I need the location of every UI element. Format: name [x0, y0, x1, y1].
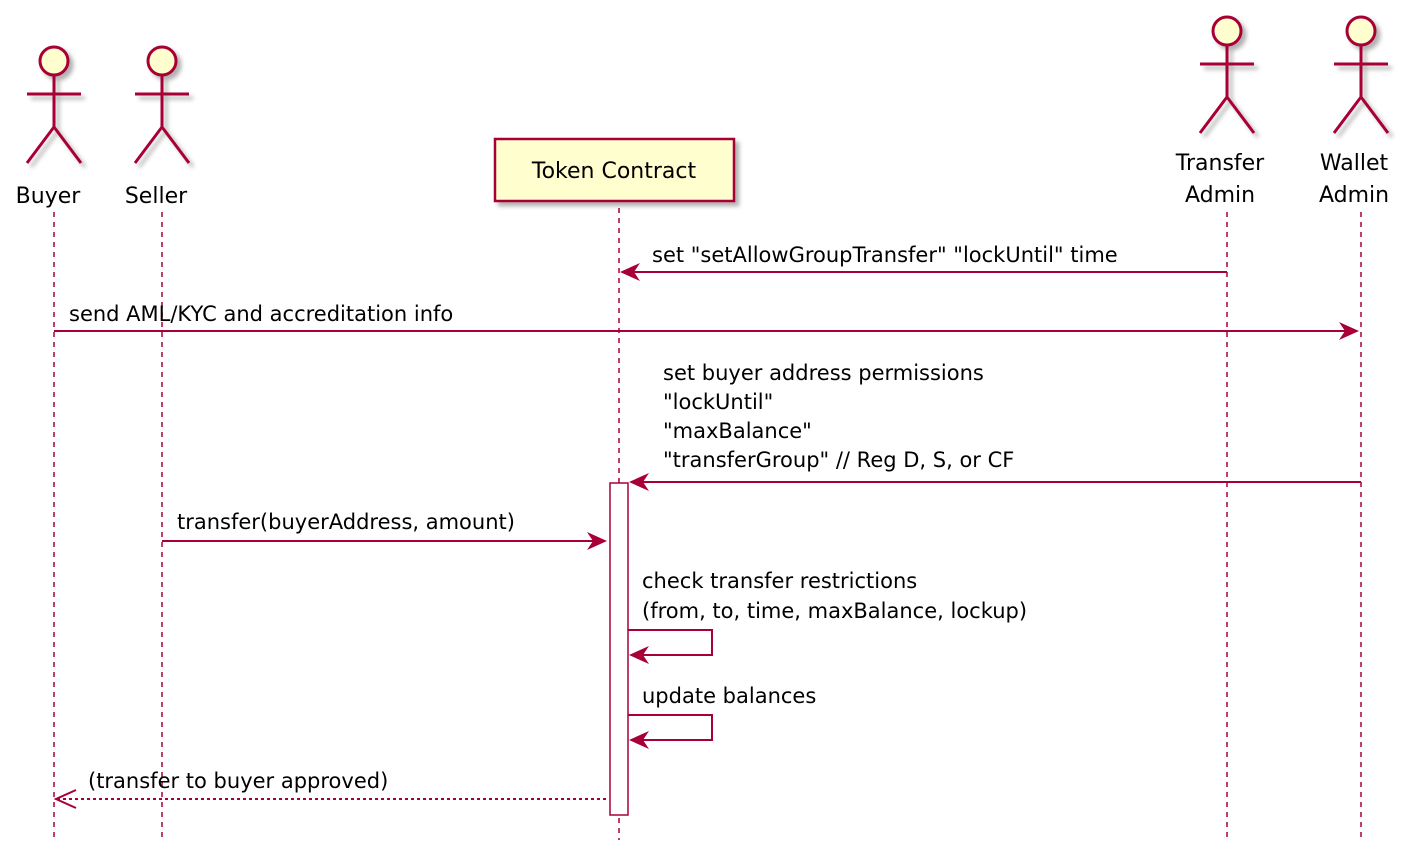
message-check-restrictions-line2: (from, to, time, maxBalance, lockup) — [642, 599, 1027, 623]
message-update-balances-label: update balances — [642, 684, 816, 708]
participant-token-contract-label: Token Contract — [531, 159, 697, 184]
message-update-balances-arrow — [628, 714, 713, 741]
participant-token-contract-box — [493, 137, 736, 203]
message-transfer-call-label: transfer(buyerAddress, amount) — [177, 510, 515, 534]
actor-transfer-admin-label-line2: Admin — [1185, 183, 1255, 208]
message-set-buyer-permissions-line2: "lockUntil" — [663, 390, 773, 414]
message-transfer-approved-arrowhead — [53, 789, 77, 809]
token-contract-activation-bar — [609, 482, 629, 816]
actor-transfer-admin-icon — [1198, 15, 1256, 134]
message-check-restrictions-arrowhead — [629, 646, 649, 664]
actor-seller-label: Seller — [125, 184, 188, 209]
message-transfer-approved-label: (transfer to buyer approved) — [88, 769, 388, 793]
message-update-balances-arrowhead — [629, 731, 649, 749]
message-check-restrictions-line1: check transfer restrictions — [642, 569, 917, 593]
message-send-aml-kyc-label: send AML/KYC and accreditation info — [69, 302, 453, 326]
actor-wallet-admin-icon — [1332, 15, 1390, 134]
message-set-buyer-permissions-line4: "transferGroup" // Reg D, S, or CF — [663, 448, 1014, 472]
message-set-buyer-permissions-arrowhead — [629, 473, 649, 491]
message-set-allow-group-transfer-arrowhead — [620, 263, 640, 281]
message-set-allow-group-transfer-label: set "setAllowGroupTransfer" "lockUntil" … — [652, 243, 1118, 267]
message-check-restrictions-arrow — [628, 629, 713, 656]
actor-buyer-label: Buyer — [16, 184, 82, 209]
message-set-buyer-permissions-line1: set buyer address permissions — [663, 361, 984, 385]
actor-transfer-admin-label-line1: Transfer — [1175, 151, 1265, 176]
message-set-buyer-permissions-line3: "maxBalance" — [663, 419, 812, 443]
actor-wallet-admin-label-line2: Admin — [1319, 183, 1389, 208]
message-transfer-call-arrowhead — [587, 532, 607, 550]
message-send-aml-kyc-arrowhead — [1339, 322, 1359, 340]
actor-buyer-icon — [25, 45, 83, 164]
actor-wallet-admin-label-line1: Wallet — [1320, 151, 1389, 176]
actor-seller-icon — [133, 45, 191, 164]
